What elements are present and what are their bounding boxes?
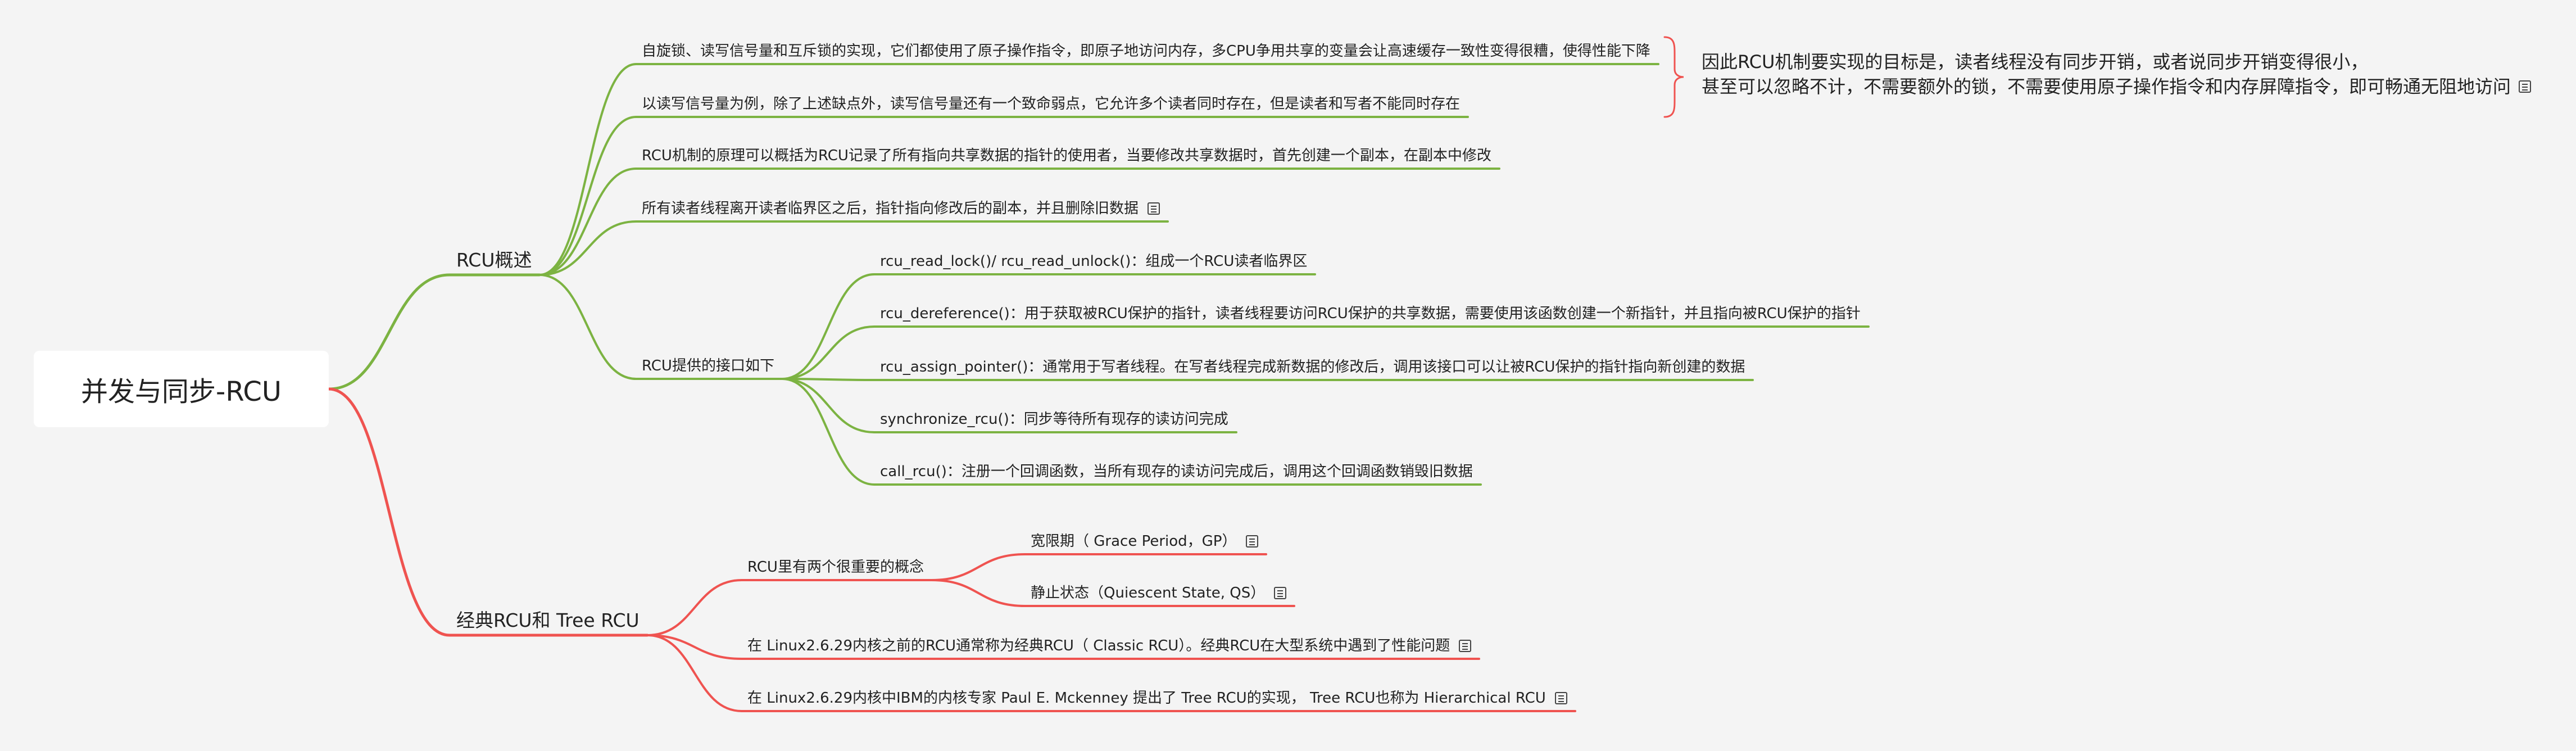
summary-brace xyxy=(1663,36,1684,118)
leaf-synchronize-rcu[interactable]: synchronize_rcu()：同步等待所有现存的读访问完成 xyxy=(880,412,1228,427)
topic-tree-rcu[interactable]: 在 Linux2.6.29内核中IBM的内核专家 Paul E. Mckenne… xyxy=(747,691,1567,705)
topic-label: 以读写信号量为例，除了上述缺点外，读写信号量还有一个致命弱点，它允许多个读者同时… xyxy=(642,96,1461,112)
leaf-label: synchronize_rcu()：同步等待所有现存的读访问完成 xyxy=(880,411,1228,428)
branch-connector xyxy=(781,325,876,380)
branch-connector xyxy=(538,168,637,276)
branch-connector xyxy=(538,116,637,276)
topic-label: 在 Linux2.6.29内核中IBM的内核专家 Paul E. Mckenne… xyxy=(747,690,1546,707)
leaf-grace-period[interactable]: 宽限期（ Grace Period，GP） xyxy=(1031,534,1258,549)
topic-label: RCU机制的原理可以概括为RCU记录了所有指向共享数据的指针的使用者，当要修改共… xyxy=(642,147,1491,164)
note-icon[interactable] xyxy=(1554,692,1567,704)
topic-label: 所有读者线程离开读者临界区之后，指针指向修改后的副本，并且删除旧数据 xyxy=(642,200,1139,217)
root-node[interactable]: 并发与同步-RCU xyxy=(34,351,329,427)
note-icon[interactable] xyxy=(1459,640,1472,652)
branch-connector xyxy=(646,634,743,712)
leaf-label: 宽限期（ Grace Period，GP） xyxy=(1031,533,1237,550)
branch-connector xyxy=(931,553,1026,581)
branch-connector xyxy=(538,63,637,276)
branch-label: RCU概述 xyxy=(456,249,532,271)
note-icon[interactable] xyxy=(1148,202,1160,215)
topic-rcu-principle[interactable]: RCU机制的原理可以概括为RCU记录了所有指向共享数据的指针的使用者，当要修改共… xyxy=(642,148,1491,163)
topic-rcu-interfaces[interactable]: RCU提供的接口如下 xyxy=(642,359,774,373)
branch-connector xyxy=(931,579,1026,607)
branch-connector xyxy=(327,273,451,391)
branch-connector xyxy=(781,273,876,380)
leaf-call-rcu[interactable]: call_rcu()：注册一个回调函数，当所有现存的读访问完成后，调用这个回调函… xyxy=(880,464,1473,479)
topic-two-concepts[interactable]: RCU里有两个很重要的概念 xyxy=(747,560,924,574)
summary-line-2: 甚至可以忽略不计，不需要额外的锁，不需要使用原子操作指令和内存屏障指令，即可畅通… xyxy=(1702,76,2511,97)
topic-classic-rcu[interactable]: 在 Linux2.6.29内核之前的RCU通常称为经典RCU（ Classic … xyxy=(747,637,1472,654)
topic-label: RCU提供的接口如下 xyxy=(642,358,774,374)
branch-connector xyxy=(781,378,876,381)
branch-connector xyxy=(538,274,637,380)
topic-atomic-ops[interactable]: 自旋锁、读写信号量和互斥锁的实现，它们都使用了原子操作指令，即原子地访问内存，多… xyxy=(642,44,1650,58)
note-icon[interactable] xyxy=(1274,587,1287,599)
branch-connector xyxy=(781,378,876,486)
topic-label: 在 Linux2.6.29内核之前的RCU通常称为经典RCU（ Classic … xyxy=(747,637,1450,654)
leaf-label: rcu_read_lock()/ rcu_read_unlock()：组成一个R… xyxy=(880,253,1308,270)
leaf-rcu-dereference[interactable]: rcu_dereference()：用于获取被RCU保护的指针，读者线程要访问R… xyxy=(880,306,1861,321)
leaf-quiescent-state[interactable]: 静止状态（Quiescent State, QS） xyxy=(1031,585,1287,601)
summary-line-1: 因此RCU机制要实现的目标是，读者线程没有同步开销，或者说同步开销变得很小， xyxy=(1702,51,2369,73)
summary-note[interactable]: 因此RCU机制要实现的目标是，读者线程没有同步开销，或者说同步开销变得很小， 甚… xyxy=(1702,49,2532,99)
leaf-label: rcu_assign_pointer()：通常用于写者线程。在写者线程完成新数据… xyxy=(880,359,1745,376)
note-icon[interactable] xyxy=(1245,535,1258,548)
branch-label: 经典RCU和 Tree RCU xyxy=(456,609,640,631)
branch-connector xyxy=(781,378,876,433)
topic-label: RCU里有两个很重要的概念 xyxy=(747,559,924,576)
branch-connector xyxy=(646,579,743,636)
branch-classic-tree-rcu[interactable]: 经典RCU和 Tree RCU xyxy=(456,611,640,630)
root-title: 并发与同步-RCU xyxy=(81,376,282,408)
topic-label: 自旋锁、读写信号量和互斥锁的实现，它们都使用了原子操作指令，即原子地访问内存，多… xyxy=(642,43,1650,60)
leaf-rcu-read-lock[interactable]: rcu_read_lock()/ rcu_read_unlock()：组成一个R… xyxy=(880,254,1307,269)
branch-rcu-overview[interactable]: RCU概述 xyxy=(456,251,532,269)
branch-connector xyxy=(646,634,743,660)
branch-connector xyxy=(538,220,637,276)
leaf-label: rcu_dereference()：用于获取被RCU保护的指针，读者线程要访问R… xyxy=(880,305,1861,322)
leaf-label: call_rcu()：注册一个回调函数，当所有现存的读访问完成后，调用这个回调函… xyxy=(880,463,1473,480)
note-icon[interactable] xyxy=(2519,80,2532,93)
leaf-label: 静止状态（Quiescent State, QS） xyxy=(1031,585,1266,601)
topic-rwsem-weakness[interactable]: 以读写信号量为例，除了上述缺点外，读写信号量还有一个致命弱点，它允许多个读者同时… xyxy=(642,97,1460,111)
leaf-rcu-assign-pointer[interactable]: rcu_assign_pointer()：通常用于写者线程。在写者线程完成新数据… xyxy=(880,360,1745,374)
topic-delete-old-data[interactable]: 所有读者线程离开读者临界区之后，指针指向修改后的副本，并且删除旧数据 xyxy=(642,201,1160,216)
branch-connector xyxy=(327,387,451,637)
